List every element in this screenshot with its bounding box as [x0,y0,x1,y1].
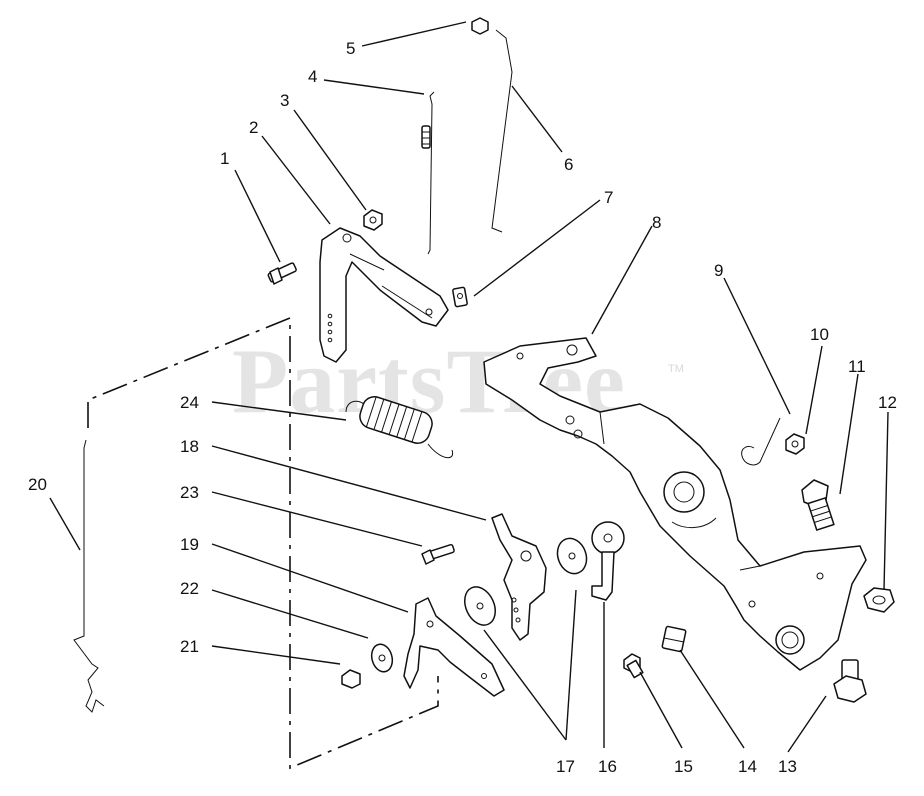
callout-8: 8 [652,213,661,232]
callout-6: 6 [564,155,573,174]
part-8-main-plate [483,337,867,671]
watermark-trademark: TM [668,363,684,375]
part-1-screw [267,262,297,285]
part-7-clip [452,286,468,308]
callout-24: 24 [180,393,199,412]
part-14-clip [661,625,687,653]
callout-20: 20 [28,475,47,494]
part-3-nut [363,209,383,231]
leader-lines [49,21,889,753]
callout-22: 22 [180,579,199,598]
part-17-washers [464,537,588,626]
part-16-arm [591,521,625,601]
callout-4: 4 [308,67,317,86]
part-5-nut [471,17,489,35]
part-15-screw [623,653,644,679]
part-20-rod [73,439,105,713]
callout-10: 10 [810,325,829,344]
callout-2: 2 [249,118,258,137]
callout-18: 18 [180,437,199,456]
callout-15: 15 [674,757,693,776]
part-21-screw [341,669,361,689]
part-10-nut [785,433,805,455]
callout-3: 3 [280,91,289,110]
part-13-bolt [833,659,867,703]
part-12-nut [863,587,895,613]
callout-9: 9 [714,261,723,280]
callout-23: 23 [180,483,199,502]
callout-1: 1 [220,149,229,168]
part-19-lever-bracket [403,597,505,697]
callout-11: 11 [848,357,866,376]
part-6-link-rod [491,29,513,233]
callout-16: 16 [598,757,617,776]
part-23-screw [421,543,455,565]
callout-12: 12 [878,393,897,412]
part-2-bracket [319,227,449,363]
part-4-spring-wire [421,91,435,255]
callout-13: 13 [778,757,797,776]
group-bracket-line [87,316,439,770]
callout-14: 14 [738,757,757,776]
callout-7: 7 [604,188,613,207]
part-18-lever [491,513,547,641]
callout-17: 17 [556,757,575,776]
part-11-bolt [801,479,835,531]
part-9-spring-clip [741,417,781,466]
callout-5: 5 [346,39,355,58]
callout-19: 19 [180,535,199,554]
part-24-spring [345,396,454,459]
part-22-washer [370,643,394,673]
callout-21: 21 [180,637,199,656]
